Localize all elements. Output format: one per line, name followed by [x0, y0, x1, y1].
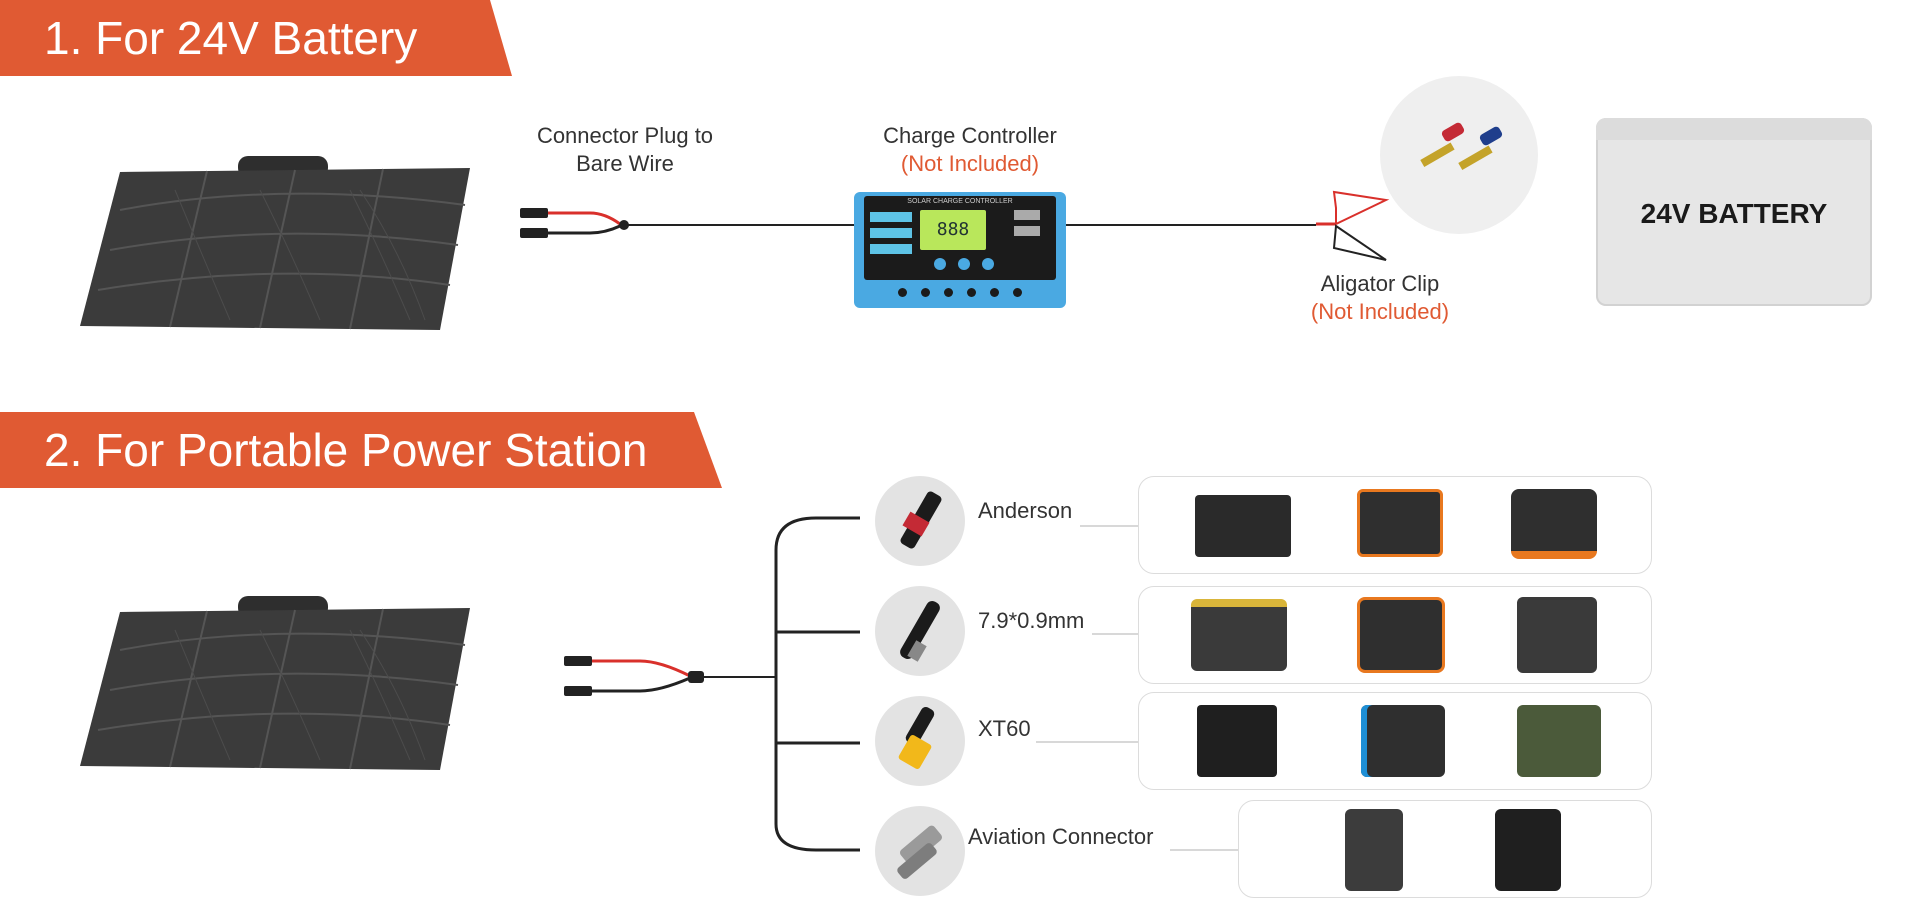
usb-port: [1014, 226, 1040, 236]
branch-cable: [564, 516, 860, 852]
xt60-connector-icon: [875, 696, 965, 786]
power-station-image: [1495, 809, 1561, 891]
power-station-image: [1345, 809, 1403, 891]
dc-7909-connector-icon: [875, 586, 965, 676]
compatible-devices-dc-7909: [1138, 586, 1652, 684]
power-station-image: [1357, 489, 1443, 557]
power-station-image: [1511, 489, 1597, 559]
power-station-image: [1195, 495, 1291, 557]
power-station-image: [1197, 705, 1277, 777]
aviation-connector-icon: [875, 806, 965, 896]
power-station-image: [1517, 597, 1597, 673]
section1-title: 1. For 24V Battery: [44, 12, 418, 64]
battery-image: 24V BATTERY: [1596, 118, 1872, 306]
section2-banner: 2. For Portable Power Station: [0, 412, 722, 488]
solar-panel-image: [80, 596, 470, 770]
connector-label-aviation: Aviation Connector: [968, 824, 1154, 849]
section1-banner: 1. For 24V Battery: [0, 0, 512, 76]
battery-label: 24V BATTERY: [1640, 198, 1828, 229]
alligator-clip-icon: [1420, 122, 1503, 170]
solar-panel-image: [80, 156, 470, 330]
compatible-devices-aviation: [1238, 800, 1652, 898]
connector-label-xt60: XT60: [978, 716, 1031, 741]
power-station-image: [1357, 597, 1445, 673]
alligator-clip-photo: [1380, 76, 1538, 234]
controller-screen-title: SOLAR CHARGE CONTROLLER: [907, 198, 1013, 205]
connector-plug-label: Connector Plug to Bare Wire: [536, 123, 714, 176]
compatible-devices-xt60: [1138, 692, 1652, 790]
power-station-image: [1517, 705, 1601, 777]
aligator-clip-label: Aligator Clip (Not Included): [1270, 270, 1490, 326]
section2-title: 2. For Portable Power Station: [44, 424, 648, 476]
connector-label-anderson: Anderson: [978, 498, 1073, 523]
connector-label-dc-7909: 7.9*0.9mm: [978, 608, 1085, 633]
anderson-connector-icon: [875, 476, 965, 566]
charge-controller-label: Charge Controller (Not Included): [850, 122, 1090, 178]
power-station-image: [1191, 599, 1287, 671]
controller-not-included-note: (Not Included): [900, 151, 1040, 176]
connector-plug-cable: [520, 208, 860, 238]
charge-controller-image: SOLAR CHARGE CONTROLLER 888: [854, 192, 1066, 308]
clip-not-included-note: (Not Included): [1310, 299, 1450, 324]
controller-lcd: 888: [920, 210, 986, 250]
usb-port: [1014, 210, 1040, 220]
compatible-devices-anderson: [1138, 476, 1652, 574]
power-station-image: [1361, 705, 1445, 777]
clip-cable: [1066, 190, 1390, 261]
